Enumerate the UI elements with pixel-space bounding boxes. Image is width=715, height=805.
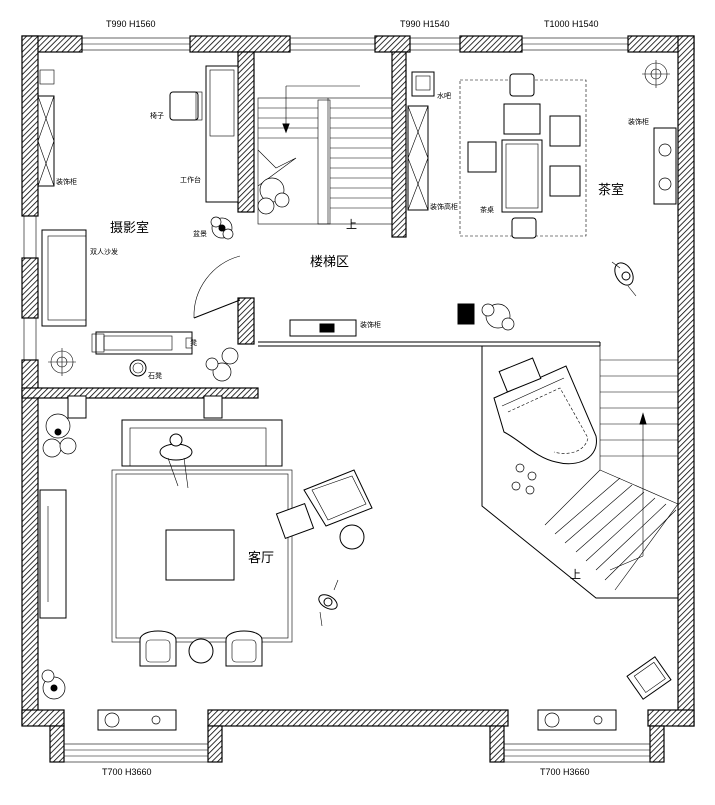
room-label-living-room: 客厅 (248, 550, 274, 566)
wall-studio-stair (237, 51, 255, 213)
label-round-stool: 石凳 (148, 371, 162, 380)
photo-studio-furniture (37, 65, 241, 382)
wall-bottom-1 (21, 709, 65, 727)
wall-bottom-2 (207, 709, 509, 727)
interior-walls (21, 51, 601, 399)
plant-column-icon (481, 303, 515, 331)
armchair-left-icon (139, 630, 177, 667)
wall-top-3 (374, 35, 411, 53)
wall-top-4 (459, 35, 523, 53)
label-stool: 凳 (190, 338, 197, 347)
wall-left-1 (21, 35, 39, 217)
tea-room-furniture (407, 60, 677, 297)
stair-area-furniture (257, 85, 515, 337)
label-plant: 盆景 (193, 229, 207, 238)
room-label-photo-studio: 摄影室 (110, 220, 149, 236)
bay-left-side-1 (49, 725, 65, 763)
plant-living-bottom-icon (41, 669, 66, 700)
dimension-labels: T990 H1560 T990 H1540 T1000 H1540 T700 H… (102, 19, 599, 777)
room-label-tea-room: 茶室 (598, 182, 624, 198)
wall-stair-tea (391, 51, 407, 238)
person-sofa-icon (159, 433, 193, 489)
dim-top-left: T990 H1560 (106, 19, 156, 29)
wall-bottom-3 (647, 709, 695, 727)
dim-top-mid: T990 H1540 (400, 19, 450, 29)
outer-walls (21, 35, 695, 763)
lounge-chair-icon (275, 469, 373, 539)
bay-left-side-2 (207, 725, 223, 763)
piano-stair (481, 346, 679, 599)
label-water-bar: 水吧 (437, 91, 451, 100)
label-decor-cabinet-left: 装饰柜 (56, 177, 77, 186)
furniture-labels: 椅子 装饰柜 工作台 双人沙发 盆景 凳 石凳 水吧 装饰高柜 茶桌 装饰柜 装… (56, 91, 649, 380)
person-walking-icon (318, 579, 339, 627)
label-decor-cabinet-mid: 装饰柜 (360, 320, 381, 329)
dim-bottom-right: T700 H3660 (540, 767, 590, 777)
room-label-stair-area: 楼梯区 (310, 255, 349, 270)
label-tea-table: 茶桌 (480, 205, 494, 214)
stair-treads-right (544, 346, 679, 591)
stair-markers: 上 上 (346, 218, 581, 581)
room-labels: 摄影室 楼梯区 茶室 客厅 (110, 182, 624, 566)
piano-icon (493, 357, 597, 495)
bay-right-side-1 (489, 725, 505, 763)
plant-studio-corner-icon (205, 347, 239, 382)
wall-studio-right-lower (237, 297, 255, 345)
label-work-table: 工作台 (180, 175, 201, 184)
stair-treads-left (258, 107, 392, 209)
windows (23, 37, 651, 763)
wall-left-2 (21, 257, 39, 319)
living-room-furniture (39, 395, 672, 731)
chair-corner-icon (626, 656, 672, 700)
plant-living-left-icon (42, 413, 77, 458)
wall-top-2 (189, 35, 291, 53)
bay-right-side-2 (649, 725, 665, 763)
label-chair: 椅子 (150, 111, 164, 120)
plant-stair-icon (257, 177, 290, 215)
column (457, 303, 475, 325)
wall-right (677, 35, 695, 727)
label-decor-tall-cabinet: 装饰高柜 (430, 202, 458, 211)
wall-left-3 (21, 359, 39, 726)
plant-studio-door-icon (210, 216, 234, 240)
stair-up-right: 上 (570, 568, 581, 581)
label-decor-cabinet-right: 装饰柜 (628, 117, 649, 126)
wall-studio-bottom (21, 387, 259, 399)
dim-top-right: T1000 H1540 (544, 19, 599, 29)
label-double-sofa: 双人沙发 (90, 247, 118, 256)
armchair-right-icon (225, 630, 263, 667)
stair-up-left: 上 (346, 218, 357, 231)
dim-bottom-left: T700 H3660 (102, 767, 152, 777)
person-tea-room-icon (611, 261, 637, 297)
